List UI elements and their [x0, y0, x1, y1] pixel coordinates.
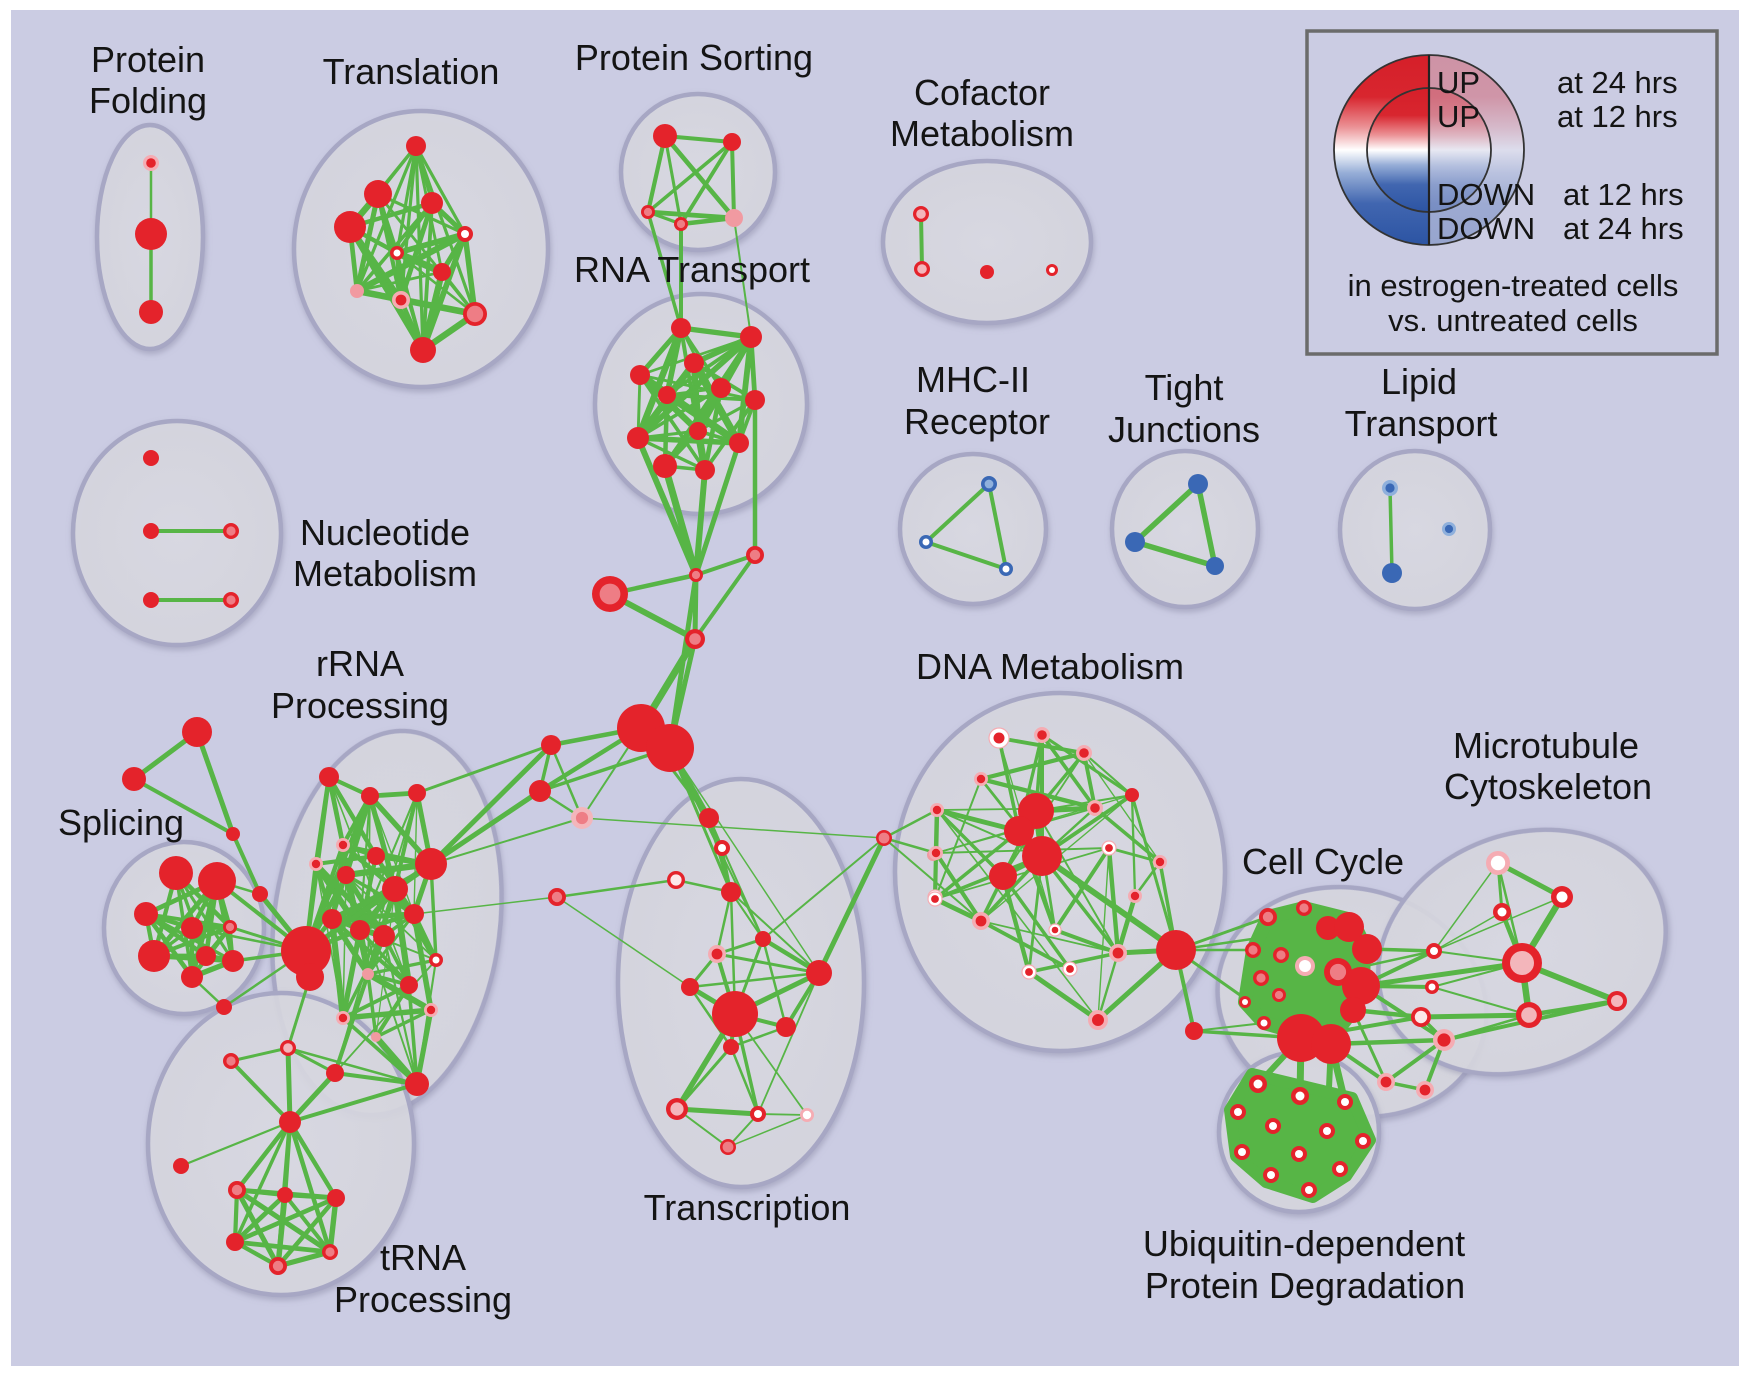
svg-text:at 24 hrs: at 24 hrs — [1557, 65, 1678, 100]
svg-text:RNA Transport: RNA Transport — [574, 249, 810, 290]
svg-text:Protein: Protein — [91, 39, 205, 80]
svg-text:Translation: Translation — [323, 51, 500, 92]
svg-text:Tight: Tight — [1145, 367, 1224, 408]
svg-text:Microtubule: Microtubule — [1453, 725, 1639, 766]
svg-text:DOWN: DOWN — [1437, 211, 1535, 246]
svg-text:at 12 hrs: at 12 hrs — [1563, 177, 1684, 212]
svg-text:Cytoskeleton: Cytoskeleton — [1444, 766, 1652, 807]
svg-text:at 12 hrs: at 12 hrs — [1557, 99, 1678, 134]
svg-text:Transcription: Transcription — [644, 1187, 851, 1228]
svg-text:UP: UP — [1437, 99, 1480, 134]
svg-text:DNA Metabolism: DNA Metabolism — [916, 646, 1184, 687]
svg-text:Transport: Transport — [1345, 403, 1498, 444]
svg-text:Lipid: Lipid — [1381, 361, 1457, 402]
svg-text:MHC-II: MHC-II — [916, 359, 1030, 400]
svg-text:vs. untreated cells: vs. untreated cells — [1388, 303, 1638, 338]
svg-text:UP: UP — [1437, 65, 1480, 100]
svg-text:rRNA: rRNA — [316, 643, 404, 684]
svg-text:Ubiquitin-dependent: Ubiquitin-dependent — [1143, 1223, 1465, 1264]
svg-text:Nucleotide: Nucleotide — [300, 512, 470, 553]
svg-text:tRNA: tRNA — [380, 1237, 466, 1278]
svg-text:Junctions: Junctions — [1108, 409, 1260, 450]
svg-text:Cell Cycle: Cell Cycle — [1242, 841, 1404, 882]
svg-text:in estrogen-treated cells: in estrogen-treated cells — [1348, 268, 1679, 303]
svg-text:Cofactor: Cofactor — [914, 72, 1050, 113]
svg-text:Splicing: Splicing — [58, 802, 184, 843]
svg-text:Receptor: Receptor — [904, 401, 1050, 442]
svg-text:at 24 hrs: at 24 hrs — [1563, 211, 1684, 246]
svg-text:Protein Degradation: Protein Degradation — [1145, 1265, 1465, 1306]
svg-text:Processing: Processing — [271, 685, 449, 726]
svg-text:Protein Sorting: Protein Sorting — [575, 37, 813, 78]
svg-text:Metabolism: Metabolism — [293, 553, 477, 594]
svg-text:Processing: Processing — [334, 1279, 512, 1320]
svg-text:Folding: Folding — [89, 80, 207, 121]
svg-text:Metabolism: Metabolism — [890, 113, 1074, 154]
svg-text:DOWN: DOWN — [1437, 177, 1535, 212]
